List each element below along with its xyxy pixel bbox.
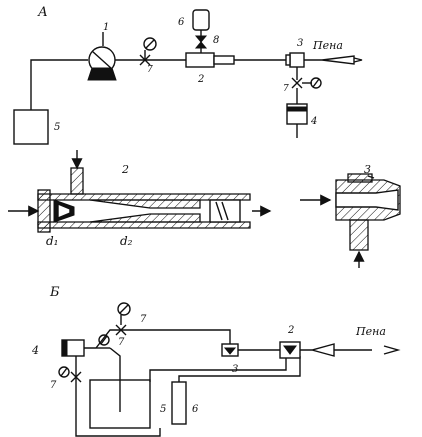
output-label-a: Пена <box>312 39 343 52</box>
leader-mixer <box>367 175 375 179</box>
pipe-tank-to-pump <box>30 59 88 110</box>
label-valve-b-top: 7 <box>140 314 147 325</box>
pipe-tank-to-generator <box>149 356 287 382</box>
valve-7-b-mid <box>96 334 110 349</box>
body-wall-bottom <box>37 221 251 229</box>
mixer-tee-3-a <box>285 52 305 80</box>
generator-2-b-marker <box>283 345 297 355</box>
valve-7-a-second <box>291 77 322 89</box>
mixer-bore <box>335 189 399 211</box>
generator-section: 2 d₁ d₂ <box>8 150 272 248</box>
valve-7-b-top <box>115 302 131 336</box>
foam-jet-b <box>383 345 401 355</box>
label-tank-a: 5 <box>54 122 60 133</box>
foam-jet-a <box>353 57 363 63</box>
nozzle-bore <box>57 202 71 220</box>
pump-1 <box>87 46 117 81</box>
label-tee-b: 3 <box>232 364 238 375</box>
foam-outlet-nozzle-a <box>304 55 355 65</box>
tank-5-a <box>13 109 49 145</box>
air-cylinder-4-a <box>286 103 308 138</box>
label-generator-section: 2 <box>121 163 129 176</box>
foam-outlet-nozzle-b <box>300 343 335 357</box>
generator-nozzle-a <box>213 55 235 65</box>
diffuser-lower <box>89 213 201 223</box>
label-mixer-section: 3 <box>364 163 371 176</box>
scheme-b-letter: Б <box>49 285 60 300</box>
valve-7-a-first <box>139 37 157 66</box>
vessel-6-b <box>171 381 187 425</box>
label-valve-8: 8 <box>213 35 219 46</box>
mixer-section: 3 <box>300 163 401 268</box>
label-d2: d₂ <box>120 234 133 248</box>
mixer-tee-3-b <box>221 343 239 357</box>
label-generator-a: 2 <box>197 74 204 85</box>
scheme-b: Б 4 7 7 7 <box>31 285 401 437</box>
generator-2-a <box>185 52 215 68</box>
label-cylinder-a: 4 <box>310 116 317 127</box>
body-wall-top <box>37 193 251 201</box>
pipe-air-to-tank <box>109 347 121 380</box>
label-tank-b: 5 <box>160 404 166 415</box>
valve-7-b-left <box>58 356 82 410</box>
pipe-bottom-loop <box>75 410 161 437</box>
valve-8-icon <box>194 35 208 49</box>
air-cylinder-4-b <box>61 339 85 357</box>
feed-tube <box>70 167 84 195</box>
inlet-cap <box>37 189 51 233</box>
pipe-vessel-to-generator-b <box>178 356 301 382</box>
pipe-air-top <box>84 329 231 349</box>
label-valve-b-left: 7 <box>50 380 57 391</box>
scheme-a-letter: А <box>37 5 48 20</box>
vessel-6-a <box>192 9 210 31</box>
scheme-a: А 5 1 7 6 8 2 <box>13 5 363 145</box>
mixer-branch <box>349 219 369 251</box>
output-label-b: Пена <box>355 325 386 338</box>
label-cylinder-b: 4 <box>31 344 39 357</box>
label-generator-b: 2 <box>287 325 294 336</box>
label-valve-a-second: 7 <box>283 84 289 94</box>
label-tee-a: 3 <box>297 38 303 49</box>
label-d1: d₁ <box>46 234 59 248</box>
label-concentrate-a: 6 <box>178 17 185 28</box>
mixer-cap <box>347 173 373 183</box>
diffuser-upper <box>89 199 201 209</box>
label-valve-a: 7 <box>147 65 153 75</box>
label-pump: 1 <box>103 22 109 33</box>
label-concentrate-b: 6 <box>192 404 199 415</box>
mesh-icon <box>215 201 229 221</box>
label-valve-b-mid: 7 <box>118 337 125 348</box>
